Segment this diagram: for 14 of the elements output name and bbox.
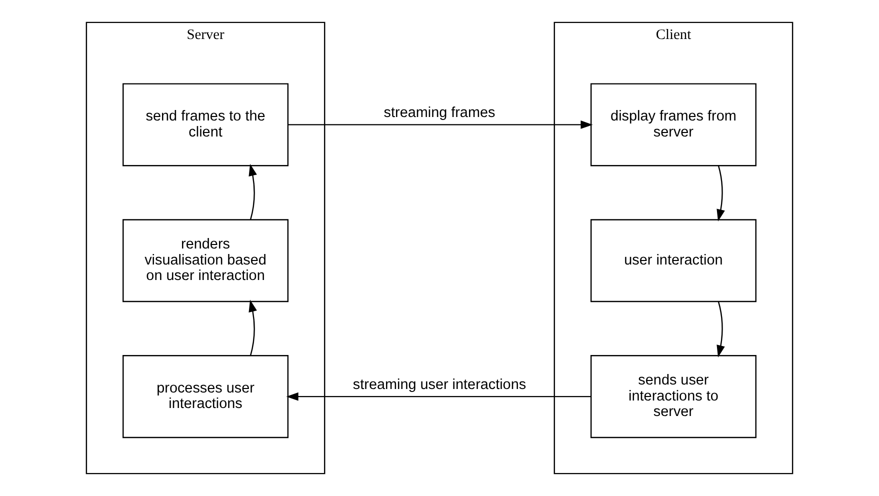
edge-label: streaming user interactions: [352, 376, 526, 393]
node-box: processes user interactions: [122, 355, 289, 438]
arrow: [286, 392, 591, 401]
node-box: renders visualisation based on user interaction: [122, 219, 289, 302]
node-box: sends user interactions to server: [590, 355, 756, 438]
node-box: display frames from server: [590, 83, 756, 166]
arrow: [716, 301, 725, 358]
arrow: [716, 165, 725, 222]
arrow: [248, 300, 257, 356]
node-box: user interaction: [590, 219, 756, 302]
node-box: send frames to the client: [122, 83, 289, 166]
edge-label: streaming frames: [384, 105, 496, 121]
arrow: [288, 120, 593, 129]
arrow: [248, 164, 257, 220]
